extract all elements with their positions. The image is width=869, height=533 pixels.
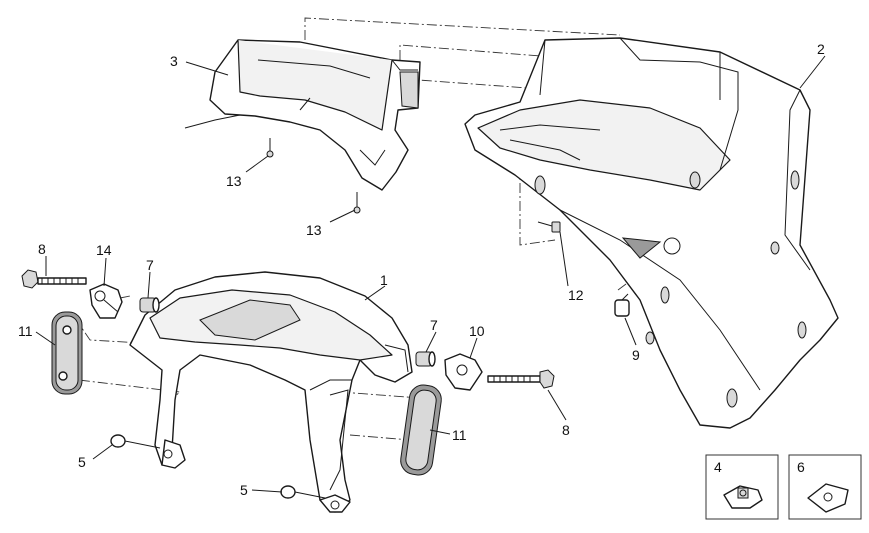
callout-11-right: 11	[452, 427, 467, 443]
callout-7-left: 7	[146, 257, 154, 273]
callout-12: 12	[568, 287, 584, 303]
screw-13b	[353, 192, 361, 214]
inset-part-4	[705, 454, 779, 520]
callout-8-left: 8	[38, 241, 46, 257]
screw-13a	[266, 138, 274, 158]
inner-cover-part-3	[184, 39, 421, 191]
callout-4: 4	[714, 459, 722, 475]
screw-12	[537, 221, 561, 233]
callout-11-left: 11	[18, 323, 33, 339]
callout-13-upper: 13	[226, 173, 242, 189]
pad-11-left	[51, 311, 83, 395]
callout-5-lower: 5	[240, 482, 248, 498]
callout-6: 6	[797, 459, 805, 475]
screw-5-lower	[280, 485, 326, 499]
pad-11-right	[400, 384, 442, 476]
callout-labels: 3 2 1 13 13 8 14 7 7 10 11 11 12 9 8 5 5…	[18, 41, 825, 498]
callout-9: 9	[632, 347, 640, 363]
callout-13-lower: 13	[306, 222, 322, 238]
callout-7-right: 7	[430, 317, 438, 333]
callout-2: 2	[817, 41, 825, 57]
spacer-7-right	[415, 351, 436, 367]
callout-5-upper: 5	[78, 454, 86, 470]
bolt-8-right	[487, 369, 555, 389]
rear-panel-part-2	[464, 37, 839, 429]
callout-10: 10	[469, 323, 485, 339]
bolt-9	[614, 293, 630, 317]
clip-14	[89, 283, 123, 319]
bolt-8-left	[21, 269, 87, 289]
leader-lines	[35, 55, 826, 493]
hardware	[21, 138, 630, 499]
clip-10	[444, 353, 483, 391]
front-fender-part-1	[129, 271, 413, 513]
callout-14: 14	[96, 242, 112, 258]
spacer-7-left	[139, 297, 160, 313]
inset-part-6	[788, 454, 862, 520]
callout-8-right: 8	[562, 422, 570, 438]
screw-5-upper	[110, 434, 161, 449]
callout-3: 3	[170, 53, 178, 69]
callout-1: 1	[380, 272, 388, 288]
